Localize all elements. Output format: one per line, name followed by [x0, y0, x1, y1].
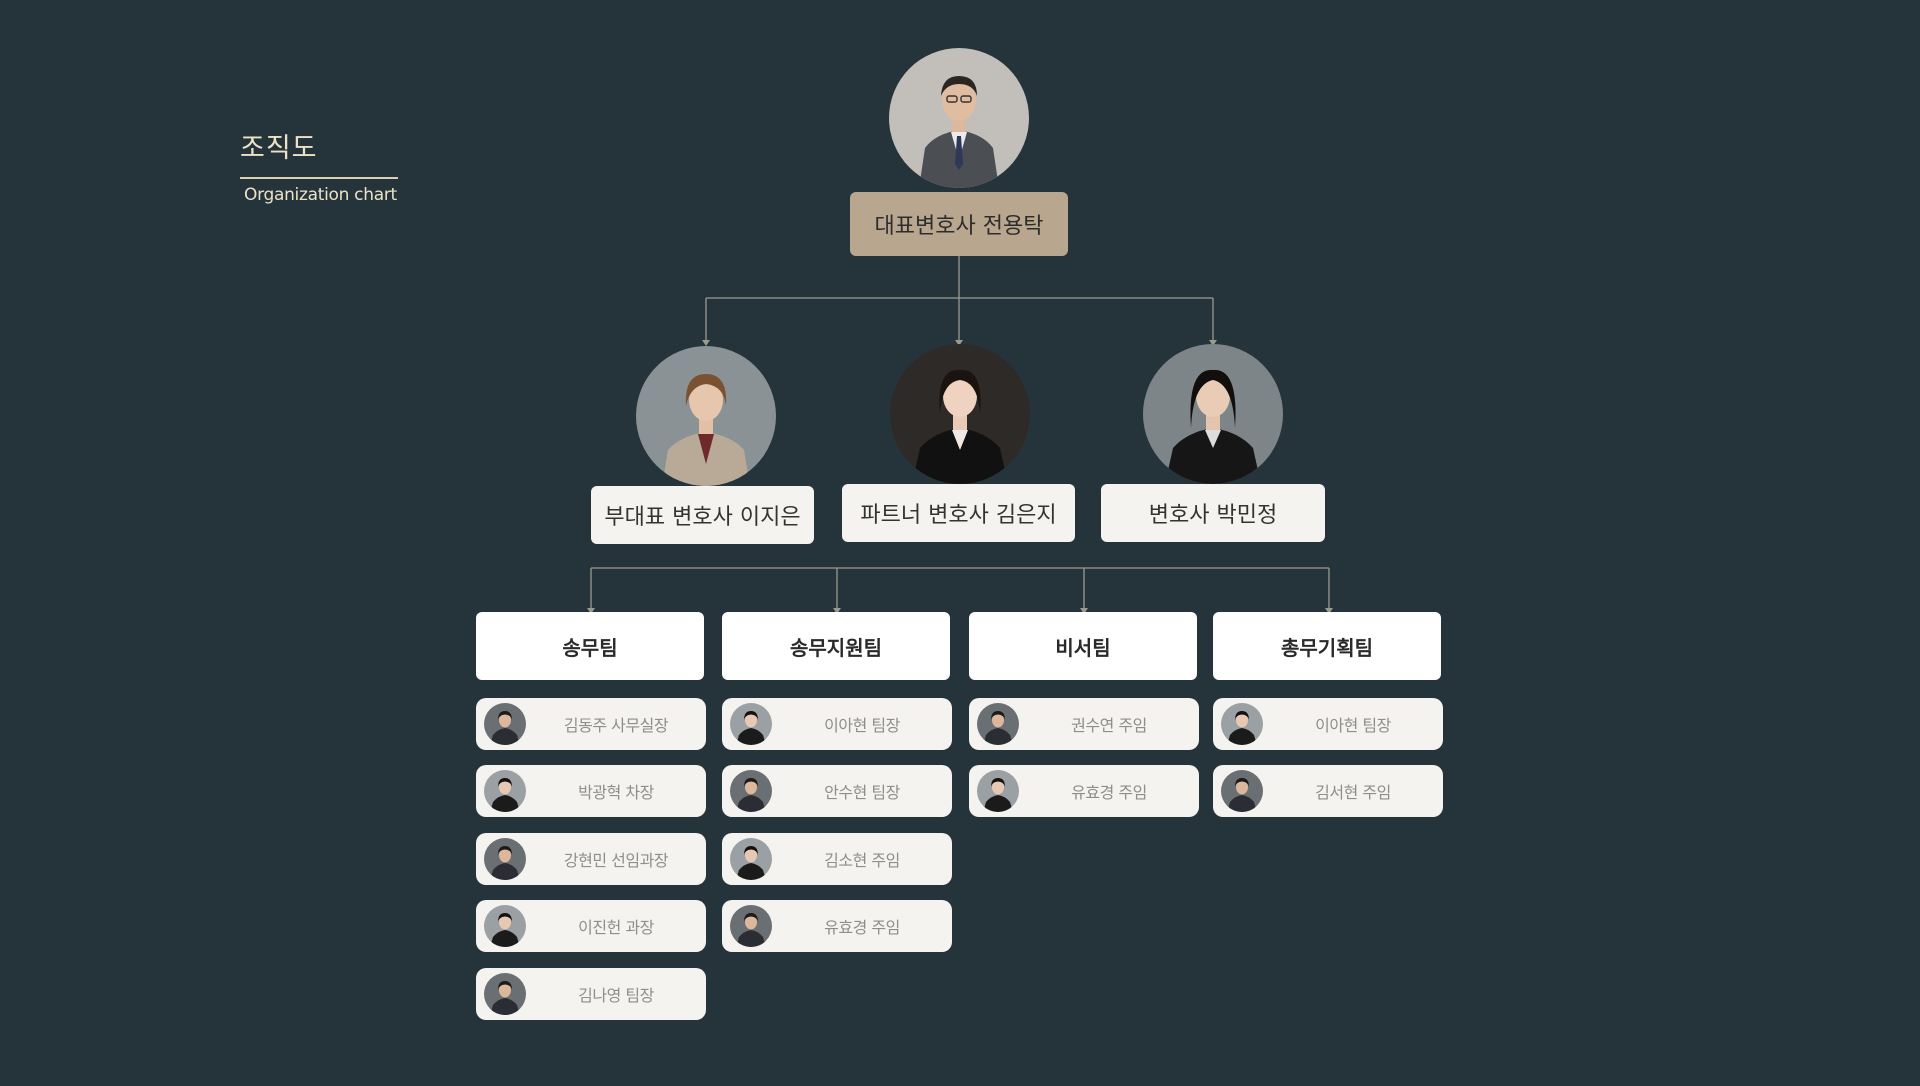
member-avatar — [977, 703, 1019, 745]
member-card: 유효경 주임 — [969, 765, 1199, 817]
member-name: 박광혁 차장 — [578, 783, 654, 802]
member-name: 김서현 주임 — [1315, 783, 1391, 802]
lead-node-3: 변호사 박민정 — [1101, 484, 1325, 542]
team-header: 비서팀 — [969, 612, 1197, 680]
member-card: 김소현 주임 — [722, 833, 952, 885]
chart-heading: 조직도 Organization chart — [240, 126, 398, 205]
member-avatar — [730, 703, 772, 745]
ceo-portrait — [889, 48, 1029, 188]
lead-portrait-3 — [1143, 344, 1283, 484]
member-name: 이아현 팀장 — [1315, 716, 1391, 735]
lead-node-2: 파트너 변호사 김은지 — [842, 484, 1075, 542]
page-title: 조직도 — [240, 133, 318, 164]
member-card: 이아현 팀장 — [1213, 698, 1443, 750]
member-name: 유효경 주임 — [1071, 783, 1147, 802]
member-card: 권수연 주임 — [969, 698, 1199, 750]
member-name: 김동주 사무실장 — [563, 716, 669, 735]
member-avatar — [484, 838, 526, 880]
member-avatar — [730, 770, 772, 812]
member-name: 이진헌 과장 — [578, 918, 654, 937]
title-underline — [240, 177, 398, 179]
member-card: 김나영 팀장 — [476, 968, 706, 1020]
member-name: 강현민 선임과장 — [563, 851, 669, 870]
team-header: 송무팀 — [476, 612, 704, 680]
member-avatar — [1221, 770, 1263, 812]
member-avatar — [484, 905, 526, 947]
member-card: 이아현 팀장 — [722, 698, 952, 750]
member-avatar — [730, 838, 772, 880]
member-avatar — [484, 703, 526, 745]
member-name: 김나영 팀장 — [578, 986, 654, 1005]
member-card: 박광혁 차장 — [476, 765, 706, 817]
member-avatar — [730, 905, 772, 947]
member-name: 유효경 주임 — [824, 918, 900, 937]
member-avatar — [484, 770, 526, 812]
member-name: 이아현 팀장 — [824, 716, 900, 735]
member-avatar — [977, 770, 1019, 812]
member-name: 김소현 주임 — [824, 851, 900, 870]
member-card: 이진헌 과장 — [476, 900, 706, 952]
member-name: 권수연 주임 — [1071, 716, 1147, 735]
lead-node-1: 부대표 변호사 이지은 — [591, 486, 814, 544]
member-avatar — [484, 973, 526, 1015]
member-card: 안수현 팀장 — [722, 765, 952, 817]
member-card: 유효경 주임 — [722, 900, 952, 952]
member-card: 김동주 사무실장 — [476, 698, 706, 750]
lead-portrait-1 — [636, 346, 776, 486]
member-card: 강현민 선임과장 — [476, 833, 706, 885]
page-subtitle: Organization chart — [244, 185, 397, 205]
member-avatar — [1221, 703, 1263, 745]
member-name: 안수현 팀장 — [824, 783, 900, 802]
ceo-node: 대표변호사 전용탁 — [850, 192, 1068, 256]
lead-portrait-2 — [890, 344, 1030, 484]
team-header: 송무지원팀 — [722, 612, 950, 680]
member-card: 김서현 주임 — [1213, 765, 1443, 817]
team-header: 총무기획팀 — [1213, 612, 1441, 680]
